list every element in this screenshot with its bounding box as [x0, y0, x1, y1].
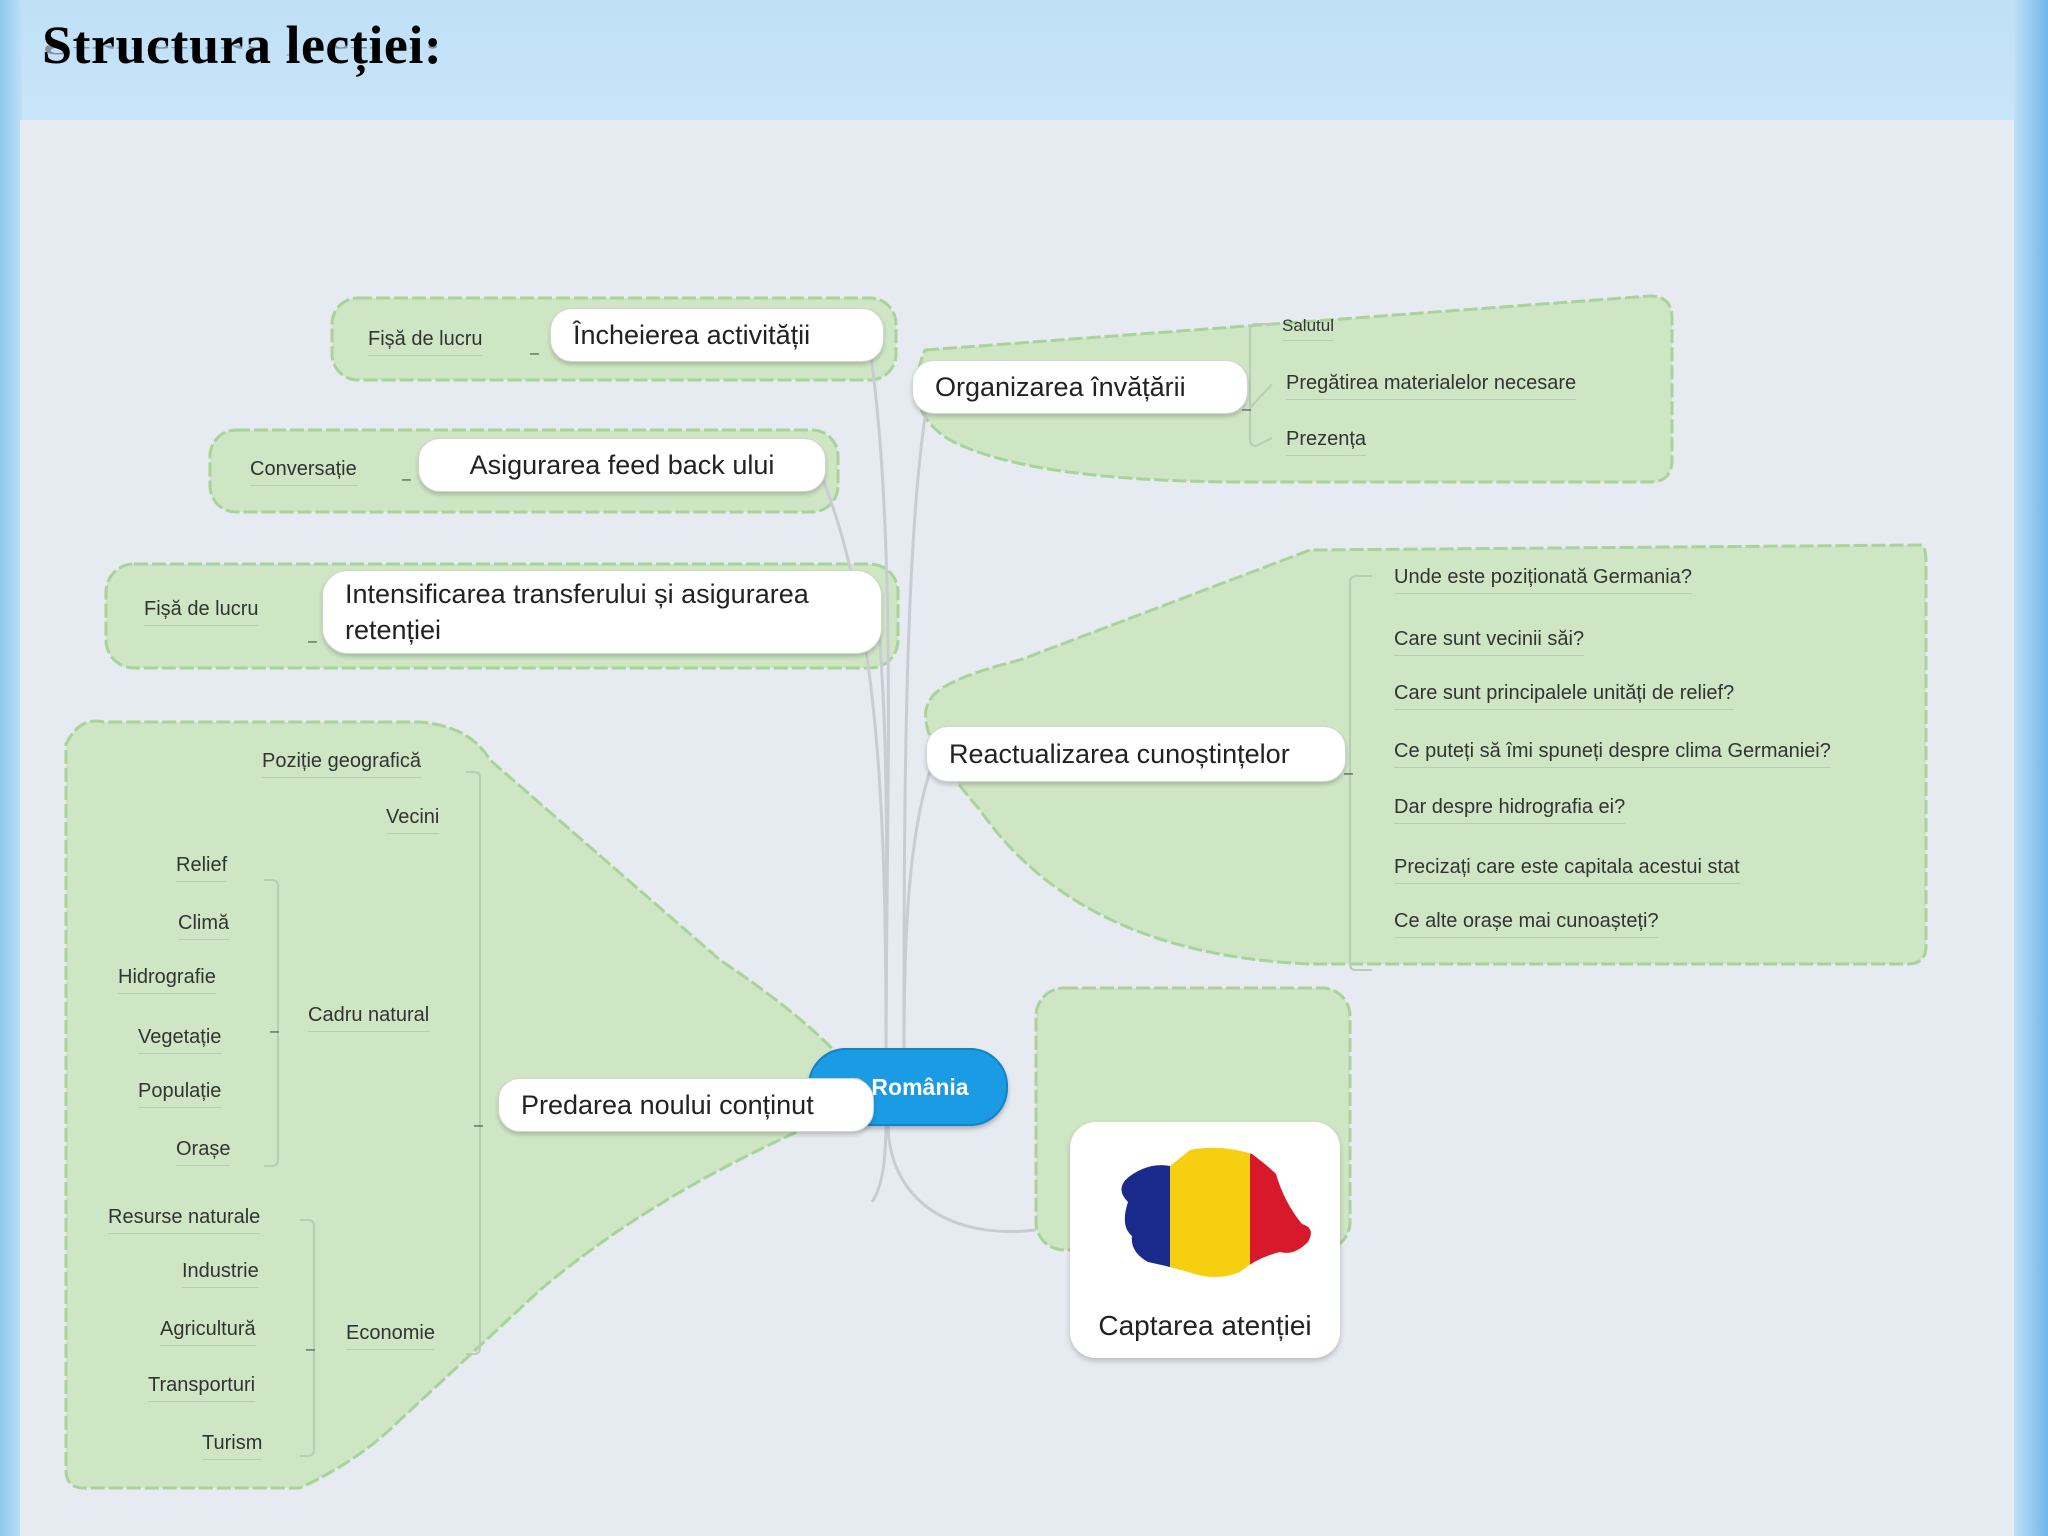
leaf-orase[interactable]: Orașe [176, 1138, 231, 1166]
leaf-resurse-naturale[interactable]: Resurse naturale [108, 1206, 261, 1234]
node-organizarea[interactable]: Organizarea învățării [912, 360, 1248, 414]
connector-captarea [886, 1121, 1037, 1233]
leaf-fisa-incheierea[interactable]: Fișă de lucru [368, 328, 483, 356]
leaf-agricultura[interactable]: Agricultură [160, 1318, 256, 1346]
mind-map-shapes [64, 294, 1928, 1490]
collapse-toggle-predarea[interactable]: – [474, 1117, 483, 1134]
collapse-toggle-transfer[interactable]: – [308, 633, 317, 650]
captarea-label: Captarea atenției [1098, 1310, 1312, 1341]
collapse-toggle-reactualizarea[interactable]: – [1344, 765, 1353, 782]
central-topic-label: România [871, 1073, 969, 1100]
leaf-pozitie-geografica[interactable]: Poziție geografică [262, 750, 421, 778]
leaf-q4[interactable]: Ce puteți să îmi spuneți despre clima Ge… [1394, 740, 1831, 768]
boundary-organizarea [915, 294, 1674, 484]
collapse-toggle-cadru-natural[interactable]: – [270, 1023, 279, 1040]
leaf-economie[interactable]: Economie [346, 1322, 435, 1350]
node-incheierea[interactable]: Încheierea activității [550, 308, 884, 362]
connector-lines [818, 337, 1037, 1233]
connector-organizarea [902, 387, 932, 1051]
boundary-reactualizarea [924, 543, 1928, 966]
leaf-q6[interactable]: Precizați care este capitala acestui sta… [1394, 856, 1740, 884]
leaf-vecini[interactable]: Vecini [386, 806, 440, 834]
leaf-q5[interactable]: Dar despre hidrografia ei? [1394, 796, 1626, 824]
leaf-transporturi[interactable]: Transporturi [148, 1374, 256, 1402]
collapse-toggle-organizarea[interactable]: – [1242, 401, 1251, 418]
slide-title-reflection: Structura lecției: [42, 46, 442, 63]
leaf-vegetatie[interactable]: Vegetație [138, 1026, 222, 1054]
slide-right-edge [2014, 0, 2048, 1536]
leaf-cadru-natural[interactable]: Cadru natural [308, 1004, 430, 1032]
leaf-q3[interactable]: Care sunt principalele unități de relief… [1394, 682, 1735, 710]
connector-feedback [818, 471, 888, 1051]
connector-reactualizarea [902, 753, 938, 1051]
collapse-toggle-feedback[interactable]: – [402, 471, 411, 488]
leaf-hidrografie[interactable]: Hidrografie [118, 966, 216, 994]
slide-left-edge [0, 0, 22, 1536]
leaf-turism[interactable]: Turism [202, 1432, 263, 1460]
leaf-populatie[interactable]: Populație [138, 1080, 222, 1108]
leaf-salutul[interactable]: Salutul [1282, 316, 1334, 341]
connector-predarea [870, 1121, 888, 1203]
boundary-predarea [64, 719, 875, 1490]
leaf-connectors [264, 323, 1372, 1457]
mind-map-canvas: Fișă de lucru – Încheierea activității C… [20, 120, 2014, 1536]
romania-flag-map-icon [1121, 1147, 1311, 1277]
leaf-q7[interactable]: Ce alte orașe mai cunoașteți? [1394, 910, 1659, 938]
connector-transfer [876, 617, 889, 1051]
collapse-toggle-incheierea[interactable]: – [530, 345, 539, 362]
leaf-q2[interactable]: Care sunt vecinii săi? [1394, 628, 1585, 656]
collapse-toggle-economie[interactable]: – [306, 1341, 315, 1358]
node-predarea[interactable]: Predarea noului conținut [498, 1078, 874, 1132]
leaf-relief[interactable]: Relief [176, 854, 228, 882]
leaf-conversatie[interactable]: Conversație [250, 458, 357, 486]
slide-title: Structura lecției: [42, 15, 443, 75]
leaf-fisa-transfer[interactable]: Fișă de lucru [144, 598, 259, 626]
leaf-q1[interactable]: Unde este poziționată Germania? [1394, 566, 1692, 594]
leaf-industrie[interactable]: Industrie [182, 1260, 259, 1288]
leaf-prezenta[interactable]: Prezența [1286, 428, 1367, 456]
node-captarea[interactable]: Captarea atenției [1070, 1122, 1340, 1358]
leaf-pregatirea[interactable]: Pregătirea materialelor necesare [1286, 372, 1577, 400]
leaf-clima[interactable]: Climă [178, 912, 230, 940]
node-feedback[interactable]: Asigurarea feed back ului [418, 438, 826, 492]
node-transfer[interactable]: Intensificarea transferului și asigurare… [322, 570, 882, 654]
node-reactualizarea[interactable]: Reactualizarea cunoștințelor [926, 726, 1346, 782]
